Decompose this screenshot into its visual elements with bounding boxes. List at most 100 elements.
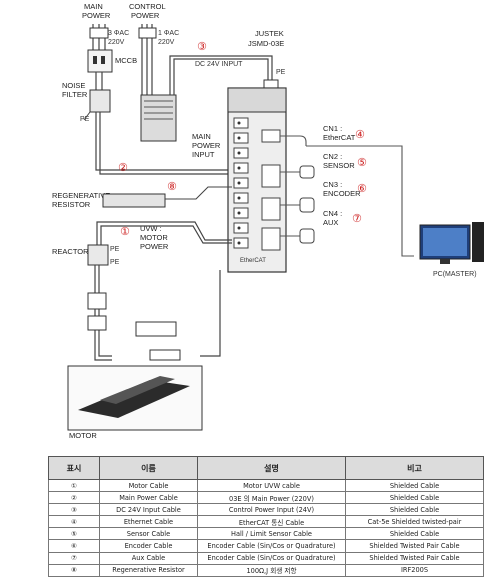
cell-mark: ④: [48, 515, 100, 529]
noise-filter-box: [89, 89, 111, 113]
mccb-label: MCCB: [115, 56, 137, 65]
marker-3: ③: [197, 40, 207, 53]
mccb-switch-2: [101, 56, 105, 64]
marker-2: ②: [118, 161, 128, 174]
pc-screen: [423, 228, 467, 256]
main-power-cable: [95, 112, 230, 175]
dc24-wire: [169, 55, 273, 95]
pc-tower: [472, 222, 484, 262]
wiring-diagram: MAIN POWER CONTROL POWER 3 ΦAC 220V 1 ΦA…: [52, 2, 484, 440]
header-remark: 비고: [345, 456, 484, 480]
main-power-plugs: [89, 27, 109, 39]
cell-mark: ②: [48, 491, 100, 505]
driver-top-panel: [227, 87, 287, 113]
cn1-label-2: EtherCAT: [323, 133, 356, 142]
cell-mark: ⑧: [48, 563, 100, 577]
main-spec-1: 3 ΦAC: [108, 30, 129, 37]
header-name: 이름: [99, 456, 198, 480]
motor-cable: [94, 265, 221, 361]
main-power-input-3: INPUT: [192, 150, 215, 159]
reactor-label: REACTOR: [52, 247, 89, 256]
control-spec-1: 1 ΦAC: [158, 30, 179, 37]
cell-description: Hall / Limit Sensor Cable: [197, 527, 346, 541]
cell-remark: Cat-5e Shielded twisted-pair: [345, 515, 484, 529]
driver-connectors: [233, 117, 281, 251]
uvw-label-2: MOTOR: [140, 233, 168, 242]
main-power-label-1: MAIN: [84, 2, 103, 11]
control-spec-2: 220V: [158, 39, 175, 46]
cell-name: Sensor Cable: [99, 527, 198, 541]
marker-8: ⑧: [167, 180, 177, 193]
control-power-label-2: POWER: [131, 11, 160, 20]
header-mark: 표시: [48, 456, 100, 480]
cn3-label-2: ENCODER: [323, 189, 361, 198]
cell-remark: IRF200S: [345, 563, 484, 577]
cell-mark: ①: [48, 478, 100, 493]
uvw-cable: [96, 221, 232, 245]
cell-description: Motor UVW cable: [197, 478, 346, 493]
marker-7: ⑦: [352, 212, 362, 225]
cell-remark: Shielded Twisted Pair Cable: [345, 551, 484, 565]
cell-mark: ③: [48, 503, 100, 517]
uvw-label-3: POWER: [140, 242, 169, 251]
cell-description: EtherCAT 통신 Cable: [197, 515, 346, 529]
dc24-label: DC 24V INPUT: [195, 61, 243, 68]
cell-name: Ethernet Cable: [99, 515, 198, 529]
regen-label-2: RESISTOR: [52, 200, 91, 209]
driver-screw-dots: [237, 121, 241, 245]
cell-name: Main Power Cable: [99, 491, 198, 505]
cn4-label-2: AUX: [323, 218, 338, 227]
main-power-label-2: POWER: [82, 11, 111, 20]
noise-filter-label-1: NOISE: [62, 81, 85, 90]
mccb-box: [87, 49, 113, 73]
motor-label: MOTOR: [69, 431, 97, 440]
brand-label: JUSTEK: [255, 29, 284, 38]
marker-4: ④: [355, 128, 365, 141]
cell-mark: ⑥: [48, 539, 100, 553]
marker-1: ①: [120, 225, 130, 238]
pc-label: PC(MASTER): [433, 271, 477, 278]
table-header-row: 표시 이름 설명 비고: [48, 456, 484, 480]
cn-plugs: [299, 165, 315, 244]
cell-remark: Shielded Twisted Pair Cable: [345, 539, 484, 553]
cell-remark: Shielded Cable: [345, 503, 484, 517]
cell-name: DC 24V Input Cable: [99, 503, 198, 517]
filter-wires: [95, 72, 103, 90]
cell-remark: Shielded Cable: [345, 491, 484, 505]
reactor-box: [87, 244, 109, 266]
cell-name: Encoder Cable: [99, 539, 198, 553]
pc-stand: [440, 259, 450, 264]
control-power-label-1: CONTROL: [129, 2, 166, 11]
regen-wire: [165, 186, 232, 200]
motor-body: [78, 380, 190, 418]
reactor-pe-1: PE: [110, 246, 120, 253]
main-power-input-2: POWER: [192, 141, 221, 150]
uvw-label-1: UVW :: [140, 224, 162, 233]
reactor-pe-2: PE: [110, 259, 120, 266]
cn4-label-1: CN4 :: [323, 209, 342, 218]
cell-remark: Shielded Cable: [345, 527, 484, 541]
main-spec-2: 220V: [108, 39, 125, 46]
ethercat-logo: EtherCAT: [240, 258, 266, 264]
header-description: 설명: [197, 456, 346, 480]
cell-name: Aux Cable: [99, 551, 198, 565]
noise-filter-label-2: FILTER: [62, 90, 88, 99]
cell-mark: ⑤: [48, 527, 100, 541]
cn3-label-1: CN3 :: [323, 180, 342, 189]
cell-description: Encoder Cable (Sin/Cos or Quadrature): [197, 539, 346, 553]
marker-6: ⑥: [357, 182, 367, 195]
dc24-plug: [263, 79, 279, 89]
cn2-label-1: CN2 :: [323, 152, 342, 161]
cell-description: 100Ω,J 회생 저항: [197, 563, 346, 577]
model-label: JSMD-03E: [248, 39, 284, 48]
cell-description: 03E 의 Main Power (220V): [197, 491, 346, 505]
cell-mark: ⑦: [48, 551, 100, 565]
main-power-input-1: MAIN: [192, 132, 211, 141]
